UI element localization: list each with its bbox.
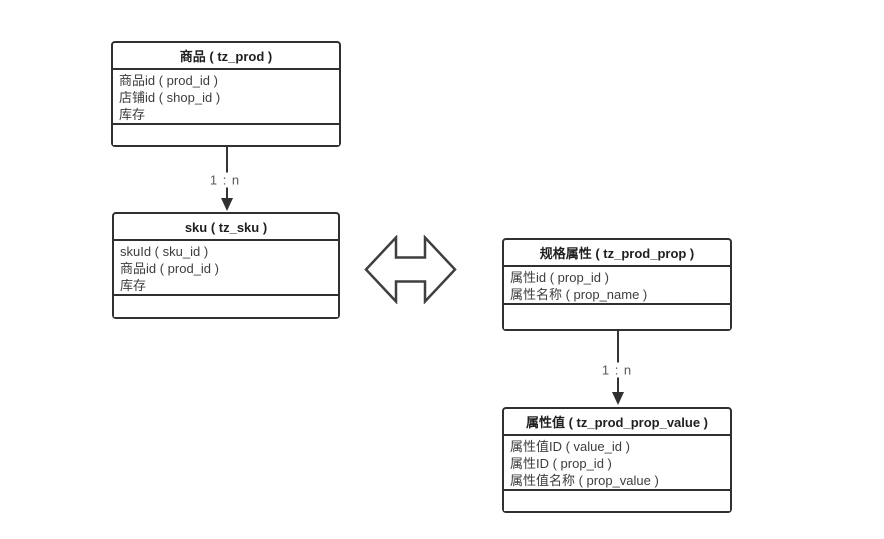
entity-field: 商品id ( prod_id ): [119, 73, 218, 88]
entity-sku: sku ( tz_sku ) skuId ( sku_id ) 商品id ( p…: [112, 212, 340, 319]
entity-prod-title: 商品 ( tz_prod ): [113, 43, 339, 70]
double-horizontal-arrow-icon: [364, 235, 457, 304]
arrow-down-icon: [612, 392, 624, 405]
connector-prod-to-sku-label: 1 : n: [207, 172, 243, 188]
entity-prod-prop-fields: 属性id ( prop_id ) 属性名称 ( prop_name ): [504, 267, 730, 305]
entity-sku-fields: skuId ( sku_id ) 商品id ( prod_id ) 库存: [114, 241, 338, 296]
entity-prod-prop-value-title: 属性值 ( tz_prod_prop_value ): [504, 409, 730, 436]
entity-field: 店铺id ( shop_id ): [119, 90, 221, 105]
entity-prod-prop-empty-section: [504, 305, 730, 329]
entity-prod: 商品 ( tz_prod ) 商品id ( prod_id ) 店铺id ( s…: [111, 41, 341, 147]
entity-field: 属性值名称 ( prop_value ): [510, 473, 659, 488]
entity-prod-prop-value: 属性值 ( tz_prod_prop_value ) 属性值ID ( value…: [502, 407, 732, 513]
entity-prod-prop-title: 规格属性 ( tz_prod_prop ): [504, 240, 730, 267]
entity-prod-prop: 规格属性 ( tz_prod_prop ) 属性id ( prop_id ) 属…: [502, 238, 732, 331]
entity-sku-empty-section: [114, 296, 338, 317]
entity-field: 库存: [119, 107, 146, 122]
arrow-down-icon: [221, 198, 233, 211]
entity-prod-empty-section: [113, 125, 339, 145]
entity-field: 库存: [120, 278, 147, 293]
entity-field: skuId ( sku_id ): [120, 244, 209, 259]
entity-field: 商品id ( prod_id ): [120, 261, 219, 276]
entity-field: 属性名称 ( prop_name ): [510, 287, 648, 302]
connector-prop-to-value-line: [617, 331, 619, 393]
entity-field: 属性id ( prop_id ): [510, 270, 609, 285]
entity-sku-title: sku ( tz_sku ): [114, 214, 338, 241]
connector-prop-to-value-label: 1 : n: [599, 362, 635, 378]
entity-field: 属性值ID ( value_id ): [510, 439, 630, 454]
entity-field: 属性ID ( prop_id ): [510, 456, 612, 471]
entity-prod-prop-value-fields: 属性值ID ( value_id ) 属性ID ( prop_id ) 属性值名…: [504, 436, 730, 491]
entity-prod-prop-value-empty-section: [504, 491, 730, 511]
entity-prod-fields: 商品id ( prod_id ) 店铺id ( shop_id ) 库存: [113, 70, 339, 125]
